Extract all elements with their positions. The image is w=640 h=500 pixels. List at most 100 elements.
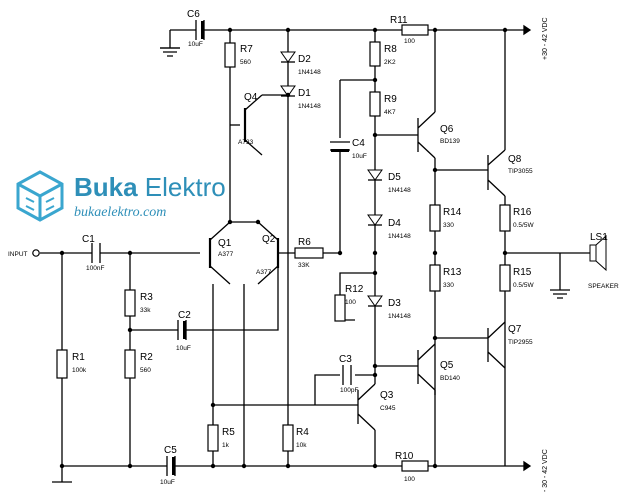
logo-title: Buka Elektro: [74, 172, 226, 203]
R9-value: 4K7: [384, 109, 396, 116]
R7-ref: R7: [240, 44, 253, 55]
R13-body: [429, 264, 441, 292]
Q6-value: BD139: [440, 138, 460, 145]
R11-ref: R11: [390, 15, 408, 26]
D1-ref: D1: [298, 88, 311, 99]
R1-value: 100k: [72, 367, 87, 374]
R2-value: 560: [140, 367, 151, 374]
Q3-value: C945: [380, 405, 396, 412]
R7-body: [224, 42, 236, 68]
speaker-symbol: [589, 234, 607, 272]
R14-value: 330: [443, 222, 454, 229]
positive-rail-label: +30 - 42 VDC: [542, 17, 549, 60]
R5-ref: R5: [222, 427, 235, 438]
R5-body: [207, 424, 219, 452]
C5-symbol: [166, 456, 176, 476]
R13-ref: R13: [443, 267, 462, 278]
R13-value: 330: [443, 282, 454, 289]
C3-symbol: [340, 365, 355, 385]
R6-ref: R6: [298, 237, 311, 248]
cube-logo-icon: [16, 170, 64, 222]
R9-body: [369, 91, 381, 117]
R15-ref: R15: [513, 267, 532, 278]
R16-ref: R16: [513, 207, 532, 218]
R12-value: 100: [345, 299, 356, 306]
D3-value: 1N4148: [388, 313, 411, 320]
R8-body: [369, 41, 381, 67]
Q5-value: BD140: [440, 375, 460, 382]
R6-value: 33K: [298, 262, 310, 269]
R11-value: 100: [404, 38, 415, 45]
D4-symbol: [367, 214, 383, 226]
D5-symbol: [367, 169, 383, 181]
negative-rail-label: - 30 - 42 VDC: [542, 449, 549, 492]
logo-brand-light: Elektro: [137, 172, 226, 202]
wiring: [40, 24, 590, 483]
D4-ref: D4: [388, 218, 401, 229]
R7-value: 560: [240, 59, 251, 66]
C3-ref: C3: [339, 354, 352, 365]
D3-symbol: [367, 295, 383, 307]
transistor-bases: [208, 108, 280, 268]
C2-value: 10uF: [176, 345, 191, 352]
R16-value: 0.5/5W: [513, 222, 534, 229]
R12-body: [334, 294, 346, 322]
R16-body: [499, 204, 511, 232]
logo-brand-bold: Buka: [74, 172, 138, 202]
C6-ref: C6: [187, 9, 200, 20]
Q4-value: A733: [238, 139, 254, 146]
input-terminal: [32, 249, 40, 257]
C3-value: 100pF: [340, 387, 358, 394]
Q6-ref: Q6: [440, 124, 454, 135]
D2-value: 1N4148: [298, 69, 321, 76]
C4-value: 10uF: [352, 153, 367, 160]
Q1-ref: Q1: [218, 238, 232, 249]
R10-ref: R10: [395, 451, 414, 462]
R12-ref: R12: [345, 284, 364, 295]
Q8-ref: Q8: [508, 154, 522, 165]
LS1-value: SPEAKER: [588, 283, 619, 290]
R8-value: 2K2: [384, 59, 396, 66]
Q7-ref: Q7: [508, 324, 522, 335]
D5-value: 1N4148: [388, 187, 411, 194]
D4-value: 1N4148: [388, 233, 411, 240]
C5-ref: C5: [164, 445, 177, 456]
R14-body: [429, 204, 441, 232]
R3-value: 33k: [140, 307, 151, 314]
R2-ref: R2: [140, 352, 153, 363]
R3-body: [124, 289, 136, 317]
input-label: INPUT: [8, 251, 28, 258]
D5-ref: D5: [388, 172, 401, 183]
D2-symbol: [280, 51, 296, 63]
R15-value: 0.5/5W: [513, 282, 534, 289]
C4-ref: C4: [352, 138, 365, 149]
C1-value: 100nF: [86, 265, 104, 272]
C5-value: 10uF: [160, 479, 175, 486]
R11-body: [401, 24, 429, 36]
R3-ref: R3: [140, 292, 153, 303]
R10-value: 100: [404, 476, 415, 483]
junction-dots: [59, 27, 508, 469]
Q4-ref: Q4: [244, 92, 258, 103]
D3-ref: D3: [388, 298, 401, 309]
C2-symbol: [177, 320, 187, 340]
D2-ref: D2: [298, 54, 311, 65]
R15-body: [499, 264, 511, 292]
Q5-ref: Q5: [440, 360, 454, 371]
Q8-value: TIP3055: [508, 168, 533, 175]
R2-body: [124, 349, 136, 379]
R1-body: [56, 349, 68, 379]
R4-ref: R4: [296, 427, 309, 438]
C6-symbol: [195, 20, 205, 40]
Q1-value: A377: [218, 251, 234, 258]
Q2-ref: Q2: [262, 234, 276, 245]
R4-value: 10k: [296, 442, 307, 449]
R1-ref: R1: [72, 352, 85, 363]
C2-ref: C2: [178, 310, 191, 321]
C6-value: 10uF: [188, 41, 203, 48]
C4-symbol: [330, 138, 350, 152]
R10-body: [401, 460, 429, 472]
R14-ref: R14: [443, 207, 462, 218]
R8-ref: R8: [384, 44, 397, 55]
Q7-value: TIP2955: [508, 339, 533, 346]
